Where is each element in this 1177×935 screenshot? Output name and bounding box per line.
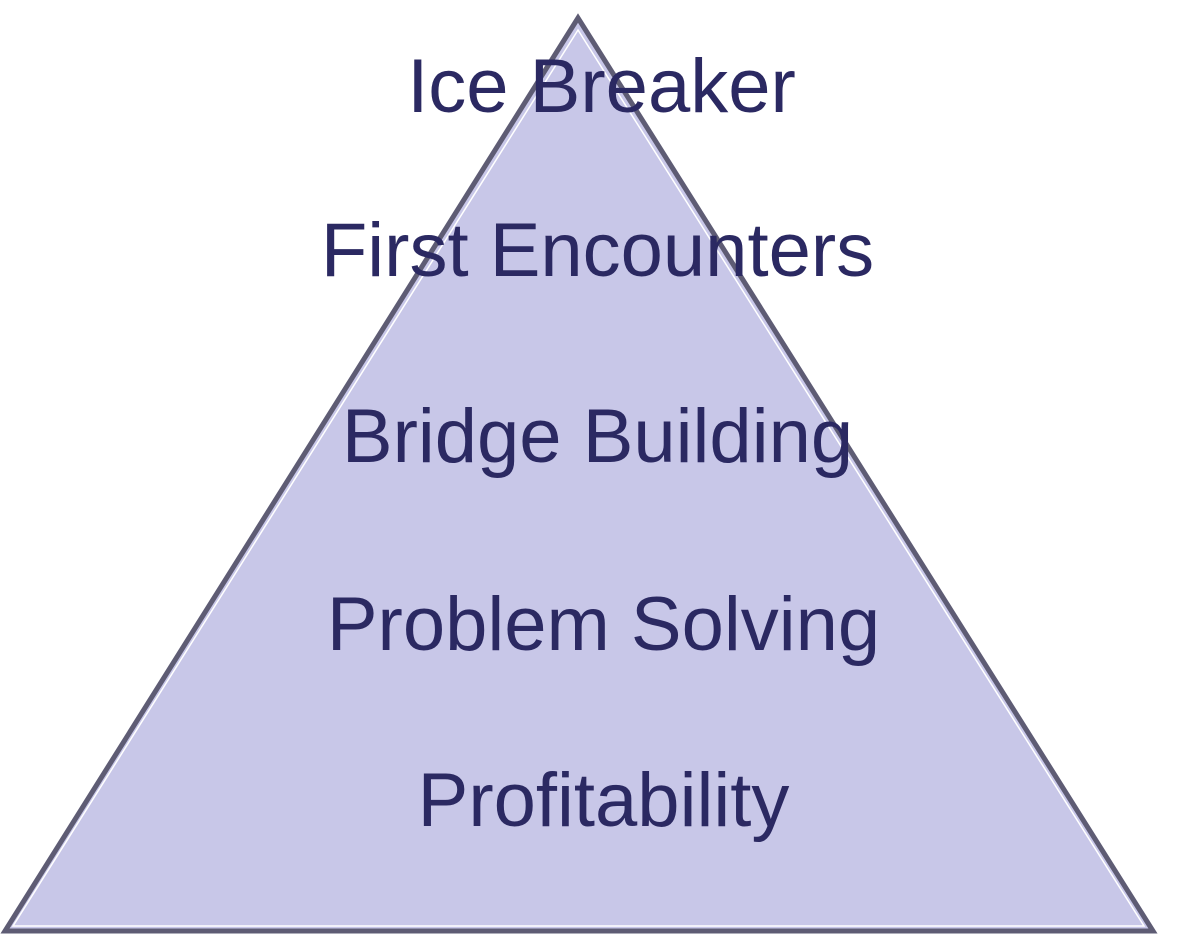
pyramid-outline [0, 13, 1158, 934]
level-label-bridge-building: Bridge Building [341, 394, 854, 479]
level-label-problem-solving: Problem Solving [326, 582, 881, 667]
pyramid-inner-outline [11, 28, 1146, 927]
level-label-ice-breaker: Ice Breaker [407, 44, 796, 129]
level-label-first-encounters: First Encounters [320, 208, 875, 293]
level-label-profitability: Profitability [417, 758, 790, 843]
